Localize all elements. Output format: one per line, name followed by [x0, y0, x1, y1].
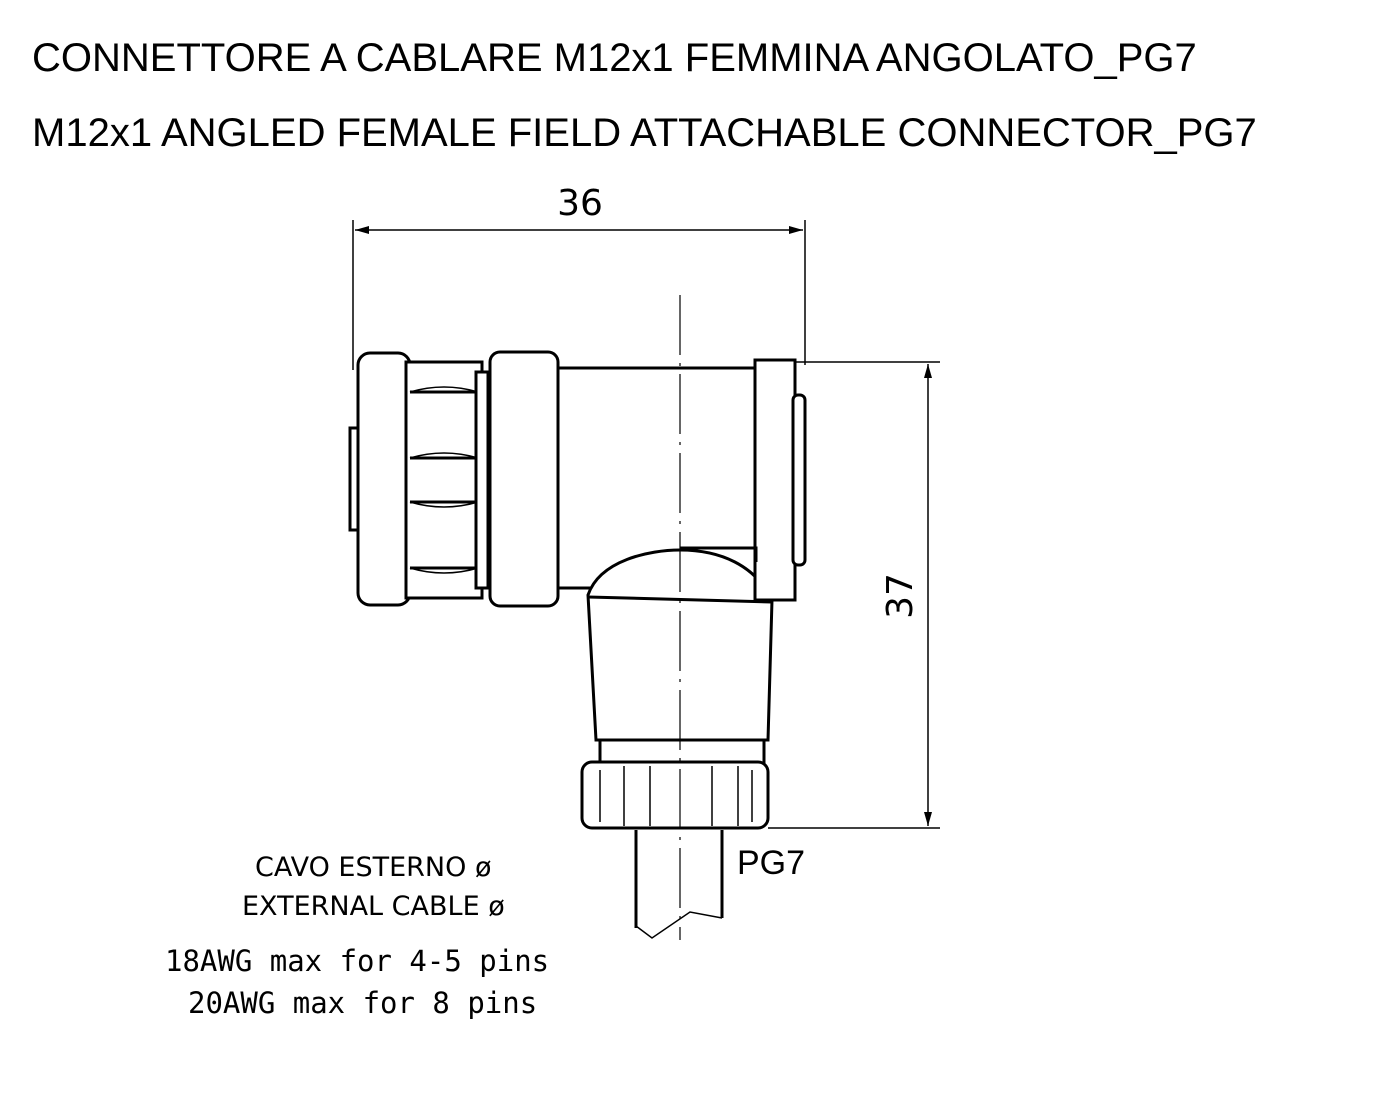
- height-dimension-label: 37: [880, 573, 921, 619]
- note-awg-8-pins: 20AWG max for 8 pins: [188, 986, 537, 1020]
- rear-step: [680, 546, 758, 562]
- height-dimension: 37: [768, 361, 940, 829]
- title-english: M12x1 ANGLED FEMALE FIELD ATTACHABLE CON…: [32, 111, 1257, 155]
- width-dimension-label: 36: [557, 183, 603, 224]
- cable-label-english: EXTERNAL CABLE ø: [242, 891, 505, 922]
- cable-label-italian: CAVO ESTERNO ø: [255, 852, 492, 883]
- hex-coupling: [404, 360, 490, 600]
- rear-cap: [753, 358, 797, 602]
- outlet-edge: [587, 595, 773, 604]
- width-dimension: 36: [352, 183, 806, 370]
- note-awg-4-5-pins: 18AWG max for 4-5 pins: [165, 944, 549, 978]
- title-italian: CONNETTORE A CABLARE M12x1 FEMMINA ANGOL…: [32, 36, 1197, 80]
- cable: [634, 830, 724, 939]
- coupling-nut-rim: [356, 351, 412, 607]
- rear-boss: [791, 393, 807, 567]
- collar-ring: [488, 350, 560, 608]
- pg7-label: PG7: [737, 844, 805, 882]
- pg7-gland-nut: [580, 760, 770, 830]
- gland-neck: [598, 738, 766, 766]
